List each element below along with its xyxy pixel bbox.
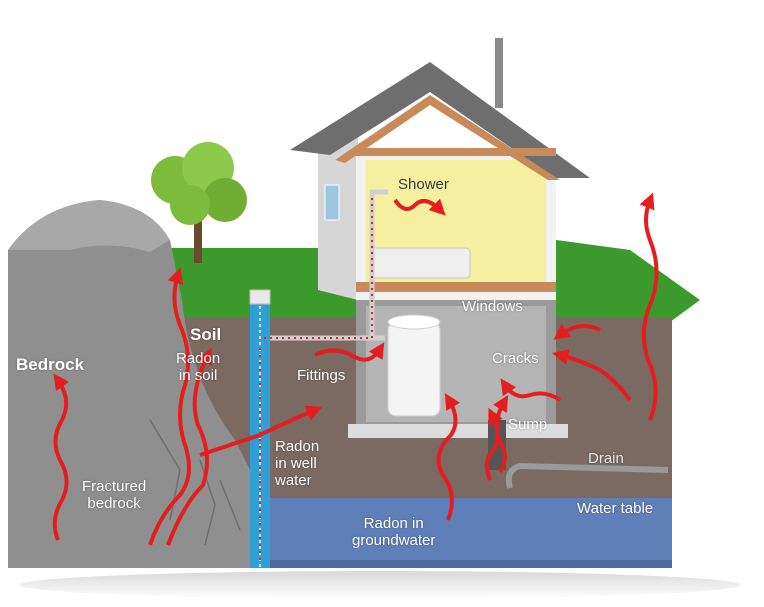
label-radon-in-well-water: Radon in well water: [275, 438, 320, 489]
label-radon-in-groundwater: Radon in groundwater: [352, 515, 436, 549]
label-bedrock: Bedrock: [16, 355, 85, 374]
well-cap: [249, 289, 271, 305]
tree-trunk: [194, 215, 202, 263]
basement-slab: [348, 424, 568, 438]
radon-arrow-groundwater: [436, 393, 460, 521]
label-water-table: Water table: [577, 500, 654, 517]
ceiling-trim: [356, 148, 556, 156]
radon-arrow-soil-1: [148, 267, 191, 546]
label-fittings: Fittings: [297, 367, 346, 384]
label-soil: Soil: [190, 325, 222, 344]
label-windows: Windows: [462, 298, 523, 315]
tree-foliage-3: [203, 178, 247, 222]
water-tank-top: [387, 314, 441, 330]
label-shower: Shower: [398, 176, 449, 193]
tree-foliage-4: [170, 185, 210, 225]
bedrock-top-face: [8, 200, 170, 252]
chimney-pipe: [495, 38, 503, 108]
house-floor: [356, 282, 556, 292]
roof-trim: [335, 95, 560, 180]
groundwater-bottom: [8, 560, 672, 568]
water-tank: [387, 321, 441, 417]
label-drain: Drain: [588, 450, 624, 467]
side-window: [324, 184, 340, 221]
ground-shadow: [20, 571, 740, 599]
label-sump: Sump: [508, 416, 548, 433]
radon-arrow-sump-2: [493, 395, 509, 474]
radon-in-pipe: [264, 195, 373, 339]
drain-pipe: [505, 462, 669, 489]
radon-arrow-fittings: [314, 342, 385, 362]
radon-arrow-right-1: [639, 192, 659, 421]
bedrock-hill: [8, 200, 268, 568]
radon-arrow-well: [199, 405, 323, 457]
bathtub: [369, 247, 471, 279]
label-radon-in-soil: Radon in soil: [176, 350, 221, 384]
radon-arrow-cracks: [500, 378, 562, 402]
radon-arrow-soil-2: [166, 347, 212, 546]
radon-arrow-bedrock: [52, 373, 70, 541]
radon-arrow-windows: [553, 323, 601, 340]
radon-arrow-right-2: [552, 349, 632, 402]
label-cracks: Cracks: [492, 350, 539, 367]
radon-arrow-shower: [393, 198, 446, 216]
label-fractured-bedrock: Fractured bedrock: [82, 478, 147, 512]
radon-arrows: [52, 192, 659, 546]
